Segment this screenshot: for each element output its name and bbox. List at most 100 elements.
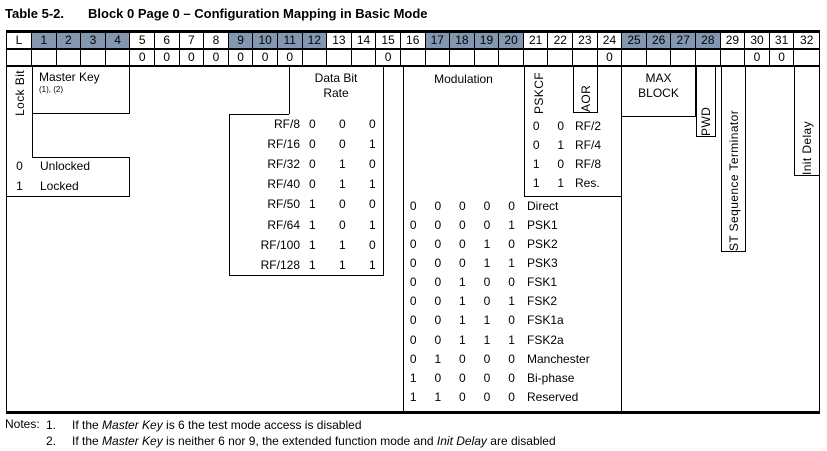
preset-value-cell bbox=[7, 50, 32, 65]
bit-index-cell: 22 bbox=[548, 33, 574, 48]
preset-value-cell: 0 bbox=[278, 50, 303, 65]
bit-value: 0 bbox=[508, 390, 515, 404]
modulation-field-box bbox=[403, 67, 622, 411]
preset-value-cell bbox=[696, 50, 721, 65]
preset-value-cell: 0 bbox=[155, 50, 180, 65]
bit-value: 1 bbox=[308, 257, 316, 272]
rf-rate-label: RF/8 bbox=[273, 117, 300, 131]
bit-value: 1 bbox=[459, 294, 466, 309]
modulation-option-label: FSK1 bbox=[527, 275, 558, 290]
bit-value: 0 bbox=[434, 275, 442, 290]
note-item: 2.If the Master Key is neither 6 nor 9, … bbox=[5, 433, 815, 449]
modulation-option-label: FSK2a bbox=[527, 332, 564, 347]
bit-value: 0 bbox=[508, 275, 515, 290]
bit-value: 0 bbox=[434, 332, 442, 347]
pwd-field: PWD bbox=[696, 67, 716, 137]
bit-value: 0 bbox=[409, 275, 417, 290]
bit-value: 0 bbox=[459, 370, 466, 385]
preset-value-cell bbox=[573, 50, 598, 65]
bit-value: 0 bbox=[338, 137, 346, 152]
rf-rate-label: RF/40 bbox=[267, 177, 300, 192]
modulation-option-label: PSK2 bbox=[527, 236, 558, 251]
bit-value: 0 bbox=[508, 198, 515, 213]
bit-value: 0 bbox=[483, 275, 491, 290]
bit-value: 0 bbox=[434, 198, 442, 213]
divider-line bbox=[32, 67, 33, 157]
bit-value: 0 bbox=[532, 138, 540, 152]
bit-index-cell: 1 bbox=[32, 33, 57, 48]
modulation-option-label: FSK1a bbox=[527, 313, 564, 328]
preset-value-cell: 0 bbox=[770, 50, 795, 65]
bit-value: 0 bbox=[508, 351, 515, 366]
bit-value: 0 bbox=[409, 332, 417, 347]
rf-box-bottom-line bbox=[229, 275, 384, 276]
bit-value: 0 bbox=[459, 217, 466, 232]
preset-value-cell bbox=[352, 50, 377, 65]
bit-value: 0 bbox=[434, 255, 442, 270]
pskcf-option-label: RF/8 bbox=[575, 157, 602, 171]
lock-option-value: 1 bbox=[16, 178, 23, 193]
bit-index-cell: 31 bbox=[770, 33, 795, 48]
preset-value-cell bbox=[647, 50, 672, 65]
bit-index-cell: 13 bbox=[327, 33, 352, 48]
bit-value: 0 bbox=[483, 390, 491, 404]
bit-index-cell: 19 bbox=[474, 33, 500, 48]
bit-value: 0 bbox=[508, 236, 515, 251]
bit-value: 1 bbox=[338, 237, 346, 252]
preset-value-cell: 0 bbox=[745, 50, 770, 65]
bit-index-cell: 32 bbox=[800, 33, 814, 47]
bit-value: 0 bbox=[508, 370, 515, 385]
lock-options-box bbox=[32, 157, 130, 196]
bit-value: 1 bbox=[508, 255, 515, 270]
bit-value: 1 bbox=[409, 390, 417, 404]
bit-index-cell: 7 bbox=[180, 33, 205, 48]
bit-value: 0 bbox=[434, 294, 442, 309]
bit-value: 0 bbox=[434, 217, 442, 232]
rf-box-left-line bbox=[229, 114, 230, 275]
init-delay-field: Init Delay bbox=[794, 67, 819, 176]
bit-value: 1 bbox=[557, 138, 565, 152]
preset-value-cell: 0 bbox=[253, 50, 278, 65]
bit-value: 0 bbox=[368, 197, 376, 212]
bit-index-cell: 11 bbox=[277, 33, 303, 48]
bit-value: 1 bbox=[459, 332, 466, 347]
rf-box-top-line bbox=[229, 114, 289, 115]
bit-value: 1 bbox=[308, 237, 316, 252]
bit-index-cell: 29 bbox=[721, 33, 746, 48]
bit-value: 0 bbox=[532, 119, 540, 133]
bit-value: 1 bbox=[308, 197, 316, 212]
bit-value: 1 bbox=[338, 157, 346, 172]
max-block-field: MAX BLOCK bbox=[622, 67, 696, 117]
preset-value-cell bbox=[450, 50, 475, 65]
bit-value: 1 bbox=[434, 390, 442, 404]
modulation-option-label: Manchester bbox=[527, 351, 590, 366]
bit-value: 0 bbox=[409, 351, 417, 366]
table-title: Table 5-2.Block 0 Page 0 – Configuration… bbox=[5, 6, 428, 21]
bit-value: 1 bbox=[308, 217, 316, 232]
bit-index-cell: 17 bbox=[425, 33, 451, 48]
bit-value: 0 bbox=[409, 255, 417, 270]
bit-value: 0 bbox=[338, 217, 346, 232]
note-number: 1. bbox=[46, 418, 57, 432]
bit-value: 1 bbox=[434, 351, 442, 366]
preset-value-cell bbox=[81, 50, 106, 65]
bit-index-cell: 6 bbox=[155, 33, 180, 48]
pskcf-box-bottom-line bbox=[524, 196, 622, 197]
bit-index-cell: 28 bbox=[696, 33, 721, 48]
lock-option-value: 0 bbox=[16, 159, 23, 173]
bit-value: 1 bbox=[483, 236, 491, 251]
preset-value-cell bbox=[671, 50, 697, 65]
bit-value: 1 bbox=[483, 313, 491, 328]
